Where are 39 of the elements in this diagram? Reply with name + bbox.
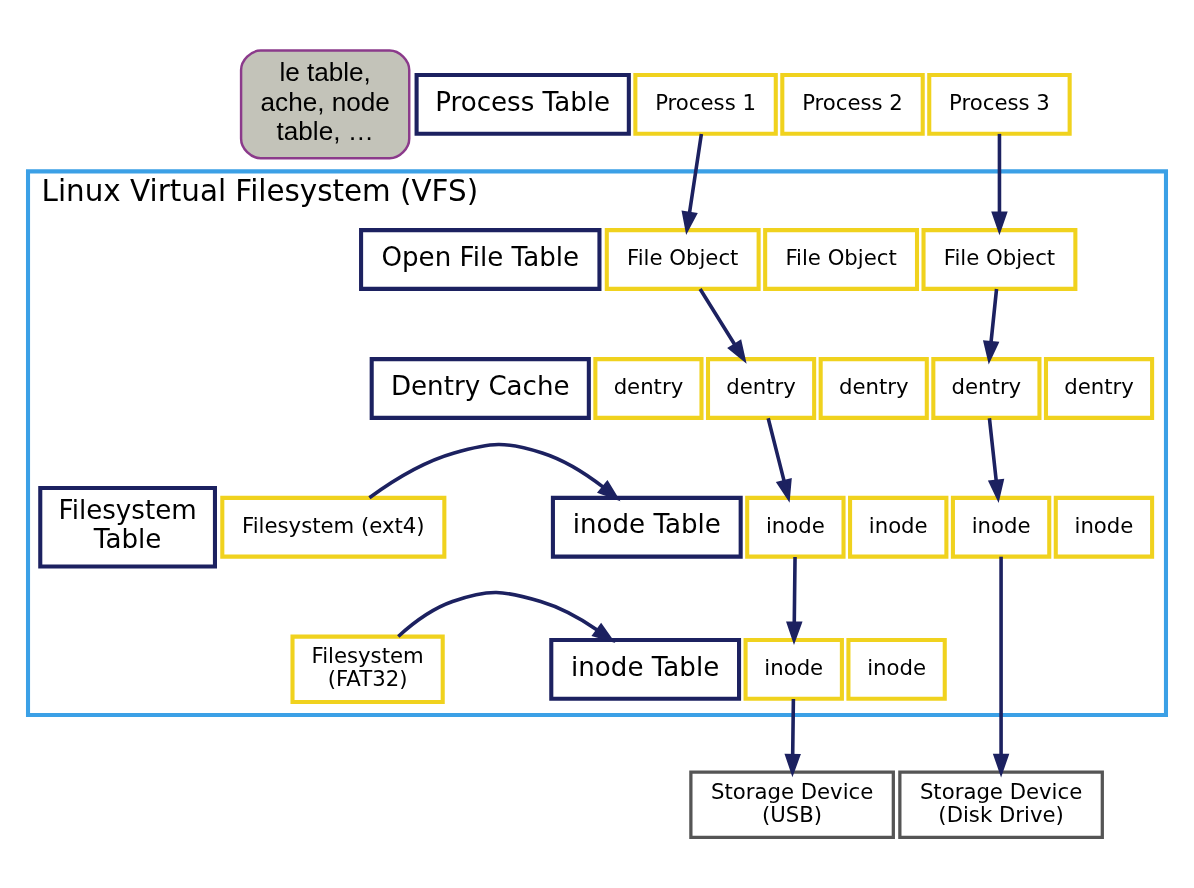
arrow [992, 556, 1010, 778]
node-box: Storage Device (USB) [689, 770, 895, 840]
node-box: dentry [706, 357, 817, 420]
node-box: File Object [921, 228, 1078, 291]
node-box: inode [743, 637, 844, 701]
node-box: inode [1053, 495, 1155, 559]
node-box: dentry [931, 357, 1042, 420]
node-box: Storage Device (Disk Drive) [898, 770, 1104, 840]
node-box: Filesystem Table [38, 486, 217, 569]
node-box: inode [745, 495, 846, 559]
node-box: Dentry Cache [369, 357, 591, 420]
node-box: inode Table [550, 495, 743, 559]
node-box: inode [848, 495, 949, 559]
node-box: inode [950, 495, 1052, 559]
arrow [987, 418, 1005, 503]
arrow [698, 288, 747, 364]
node-box: dentry [818, 357, 929, 420]
node-box: Process Table [414, 72, 631, 136]
arrow [784, 698, 801, 778]
arrow [397, 590, 616, 644]
arrow [368, 442, 621, 502]
arrow [982, 288, 1000, 365]
arrow [766, 417, 792, 503]
node-box: dentry [1043, 357, 1155, 420]
node-box: le table, ache, node table, … [239, 49, 411, 160]
arrow [991, 133, 1008, 236]
node-box: Open File Table [359, 228, 602, 291]
node-box: Process 3 [927, 72, 1072, 136]
node-box: File Object [763, 228, 920, 291]
arrow [681, 133, 704, 236]
node-box: Filesystem (ext4) [220, 495, 447, 559]
node-box: Process 2 [780, 72, 925, 136]
node-box: Process 1 [633, 72, 778, 136]
arrow [786, 556, 803, 646]
node-box: Filesystem (FAT32) [290, 634, 445, 704]
node-box: dentry [593, 357, 704, 420]
node-box: inode Table [549, 637, 742, 701]
node-box: File Object [604, 228, 761, 291]
node-box: inode [846, 637, 947, 701]
